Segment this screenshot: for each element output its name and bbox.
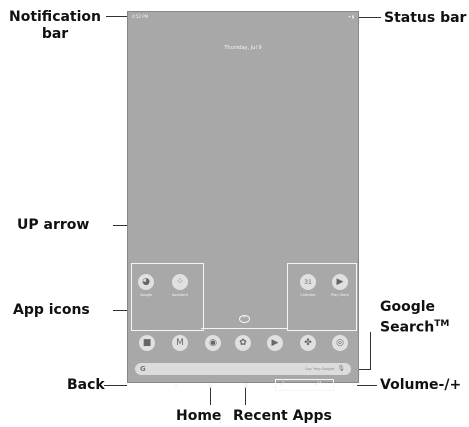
app-icons-outline-right <box>287 263 357 331</box>
google-search-bar[interactable]: G Say 'Hey Google' 🎙 <box>135 363 351 375</box>
back-callout: Back <box>67 377 105 393</box>
chrome-icon[interactable]: ◉ <box>205 335 221 351</box>
search-hint-text: Say 'Hey Google' <box>305 367 335 371</box>
status-bar-leader <box>357 17 381 18</box>
gmail-icon[interactable]: M <box>172 335 188 351</box>
home-callout: Home <box>176 408 222 424</box>
home-icon[interactable]: ● <box>208 382 214 389</box>
up-arrow-icon[interactable]: ^ <box>239 315 250 323</box>
google-search-leader-v <box>370 332 371 369</box>
volume-down-icon[interactable]: ◂) <box>279 381 285 388</box>
photos-icon[interactable]: ✤ <box>300 335 316 351</box>
notification-bar-callout: Notification bar <box>6 9 104 43</box>
notification-bar-label-2: bar <box>41 26 69 42</box>
app-label-google: Google <box>139 293 153 297</box>
app-icons-outline-left <box>131 263 204 331</box>
google-search-label-1: Google <box>380 299 436 315</box>
youtube-icon[interactable]: ▶ <box>267 335 283 351</box>
camera-icon[interactable]: ◎ <box>332 335 348 351</box>
notification-bar-leader <box>106 16 127 17</box>
microphone-icon[interactable]: 🎙 <box>337 365 345 372</box>
tablet-screen: 4:52 PM ▾ ▮ Thursday, Jul 9 ◕ Google ⁘ A… <box>127 11 359 391</box>
status-time: 4:52 PM <box>132 14 149 19</box>
app-label-assistant: Assistant <box>172 293 188 297</box>
volume-up-icon[interactable]: ◂)) <box>314 381 322 388</box>
status-icons: ▾ ▮ <box>348 14 354 19</box>
google-search-callout: Google SearchTM <box>380 299 449 337</box>
settings-icon[interactable]: ✿ <box>235 335 251 351</box>
play-store-icon[interactable]: ▶ <box>332 274 348 290</box>
duo-video-icon[interactable]: ■ <box>139 335 155 351</box>
recent-apps-icon[interactable]: ■ <box>243 382 249 389</box>
app-label-play-store: Play Store <box>331 293 349 297</box>
back-leader <box>104 385 127 386</box>
back-icon[interactable]: ◂ <box>174 382 178 389</box>
trademark-mark: TM <box>434 319 450 329</box>
recent-apps-callout: Recent Apps <box>233 408 332 424</box>
app-label-calendar: Calendar <box>300 293 316 297</box>
app-icons-outline-bottom <box>201 328 288 330</box>
calendar-icon[interactable]: 31 <box>300 274 316 290</box>
app-icons-leader <box>113 310 127 311</box>
home-leader <box>210 387 211 405</box>
status-bar-callout: Status bar <box>384 10 467 26</box>
google-g-icon: G <box>140 365 146 373</box>
date-widget[interactable]: Thursday, Jul 9 <box>224 45 262 51</box>
assistant-icon[interactable]: ⁘ <box>172 274 188 290</box>
up-arrow-callout: UP arrow <box>17 217 90 233</box>
app-icons-callout: App icons <box>13 302 90 318</box>
volume-leader <box>357 385 377 386</box>
google-search-leader-h <box>357 369 371 370</box>
volume-keys-outline <box>275 379 334 391</box>
google-search-label-2: Search <box>380 319 435 336</box>
recent-apps-leader <box>245 387 246 405</box>
notification-bar-label-1: Notification <box>8 9 102 25</box>
folder-icon[interactable]: ◕ <box>138 274 154 290</box>
volume-callout: Volume-/+ <box>380 377 462 393</box>
